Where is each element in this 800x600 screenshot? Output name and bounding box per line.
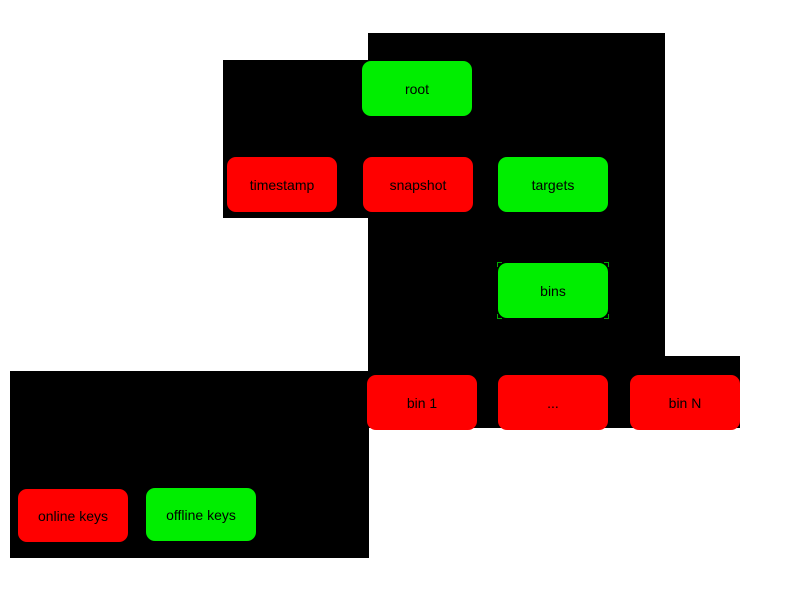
node-label: bins xyxy=(540,282,566,299)
node-targets[interactable]: targets xyxy=(498,157,608,212)
node-label: targets xyxy=(531,176,575,193)
node-bin-n[interactable]: bin N xyxy=(630,375,740,430)
node-label: snapshot xyxy=(389,176,447,193)
node-label: online keys xyxy=(37,507,109,524)
node-label: ... xyxy=(547,394,559,411)
node-bins[interactable]: bins xyxy=(497,262,609,319)
node-bin-1[interactable]: bin 1 xyxy=(367,375,477,430)
node-label: timestamp xyxy=(249,176,315,193)
node-online-keys[interactable]: online keys xyxy=(18,489,128,542)
node-label: offline keys xyxy=(166,506,236,523)
node-root[interactable]: root xyxy=(362,61,472,116)
node-timestamp[interactable]: timestamp xyxy=(227,157,337,212)
node-snapshot[interactable]: snapshot xyxy=(363,157,473,212)
node-label: bin 1 xyxy=(406,394,438,411)
node-label: root xyxy=(404,80,430,97)
node-bin-ellipsis[interactable]: ... xyxy=(498,375,608,430)
node-label: bin N xyxy=(668,394,702,411)
node-offline-keys[interactable]: offline keys xyxy=(146,488,256,541)
